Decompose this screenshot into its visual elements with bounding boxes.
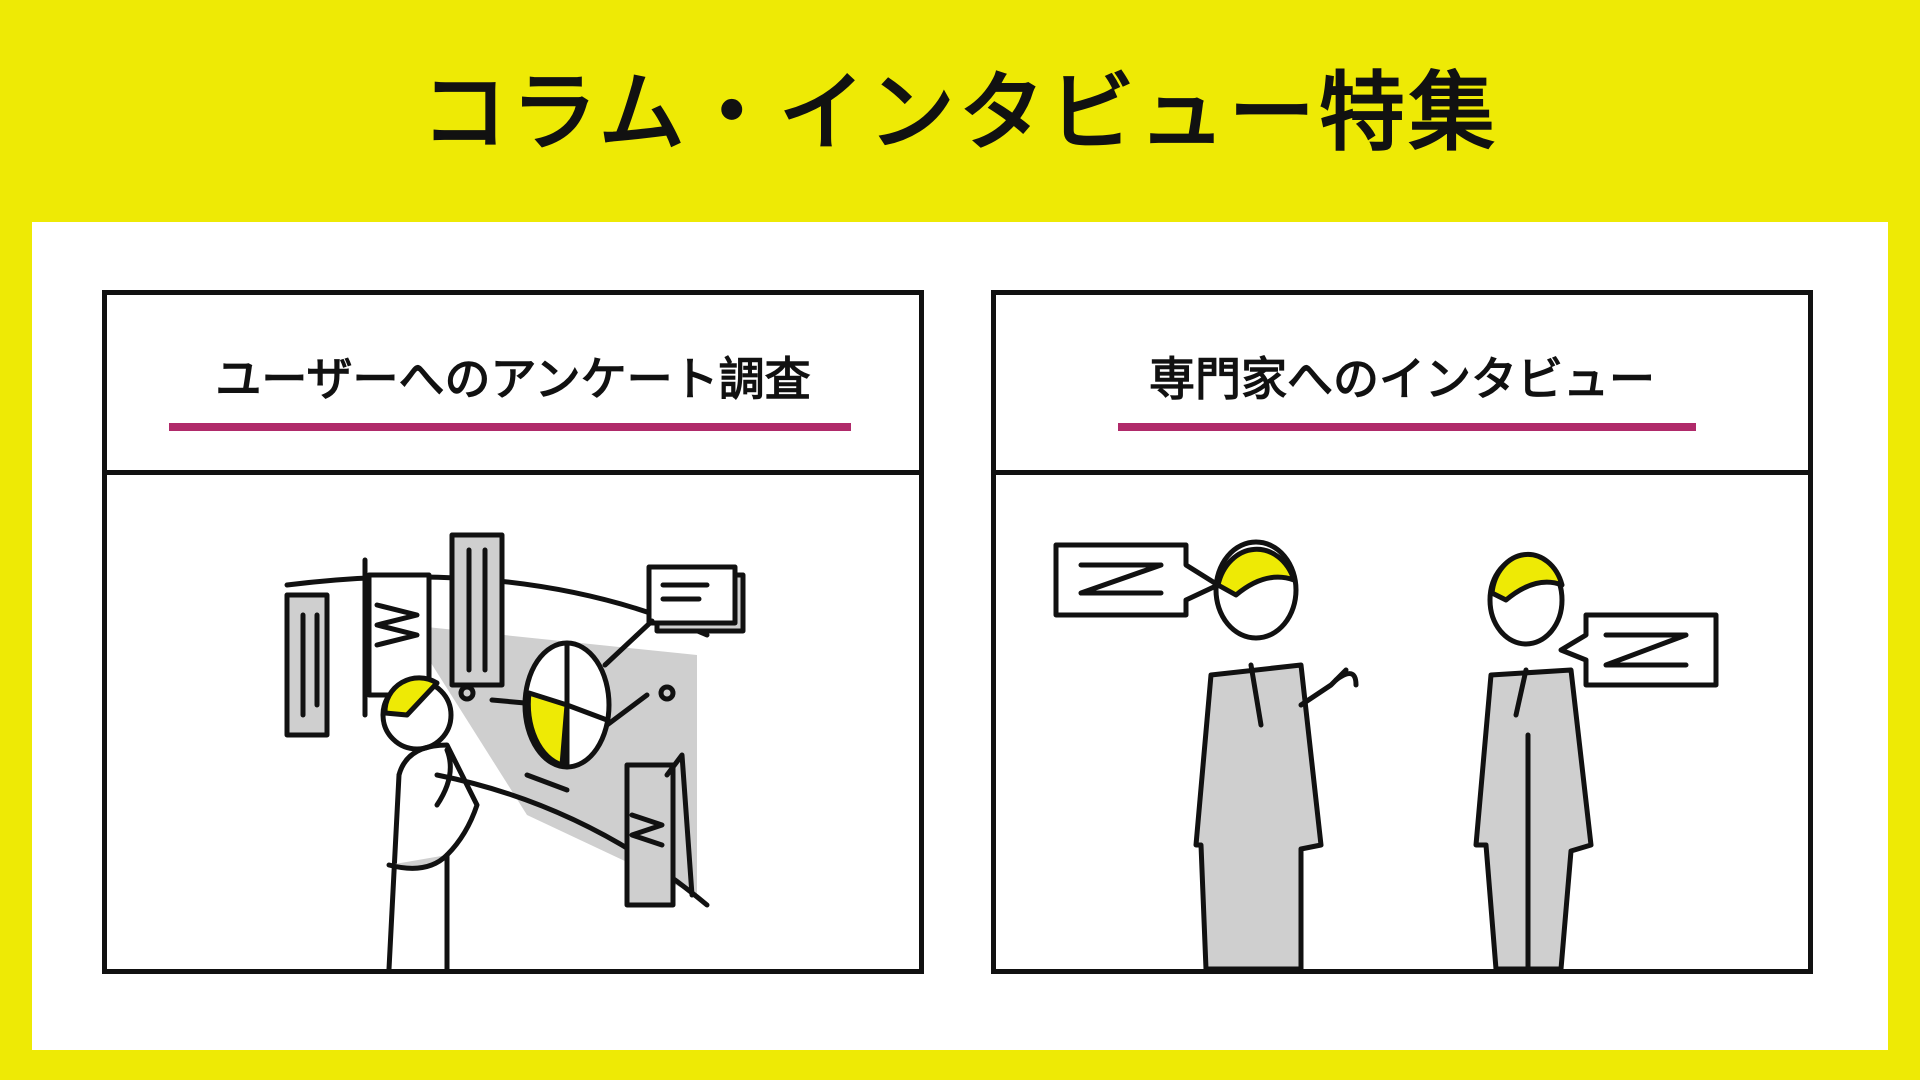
two-businessmen-talking-illustration [1053, 539, 1719, 972]
title-underline [169, 423, 851, 431]
person-analyzing-charts-illustration [284, 532, 746, 972]
title-underline [1118, 423, 1696, 431]
page-title: コラム・インタビュー特集 [421, 63, 1499, 163]
interview-illustration [996, 475, 1808, 972]
survey-card[interactable]: ユーザーへのアンケート調査 [102, 290, 924, 974]
card-header: ユーザーへのアンケート調査 [107, 295, 919, 475]
interview-card-title: 専門家へのインタビュー [1149, 352, 1655, 406]
interview-card[interactable]: 専門家へのインタビュー [991, 290, 1813, 974]
survey-card-title: ユーザーへのアンケート調査 [215, 352, 811, 406]
card-header: 専門家へのインタビュー [996, 295, 1808, 475]
survey-illustration [107, 475, 919, 972]
